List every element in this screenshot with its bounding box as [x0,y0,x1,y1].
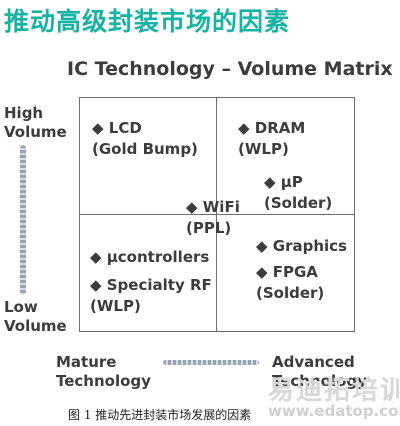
volume-axis-chain [20,145,26,295]
watermark-url: www.edatop.com [268,402,400,420]
item-microcontrollers: ◆ μcontrollers [90,248,210,266]
matrix-title: IC Technology – Volume Matrix [67,58,393,80]
main-title: 推动高级封装市场的因素 [4,7,291,36]
item-graphics: ◆ Graphics [256,237,347,255]
item-specialty-rf: ◆ Specialty RF(WLP) [90,276,212,315]
watermark-logo: 易迪拓培训 [268,376,400,406]
item-fpga: ◆ FPGA(Solder) [256,263,325,302]
item-dram: ◆ DRAM(WLP) [238,119,306,158]
technology-axis-chain [163,360,259,365]
item-lcd: ◆ LCD(Gold Bump) [92,119,198,158]
item-wifi: ◆ WiFi(PPL) [186,198,240,237]
figure-caption: 图 1 推动先进封装市场发展的因素 [68,408,252,422]
item-microprocessor: ◆ μP(Solder) [264,173,333,212]
matrix-divider-horizontal [79,214,355,215]
